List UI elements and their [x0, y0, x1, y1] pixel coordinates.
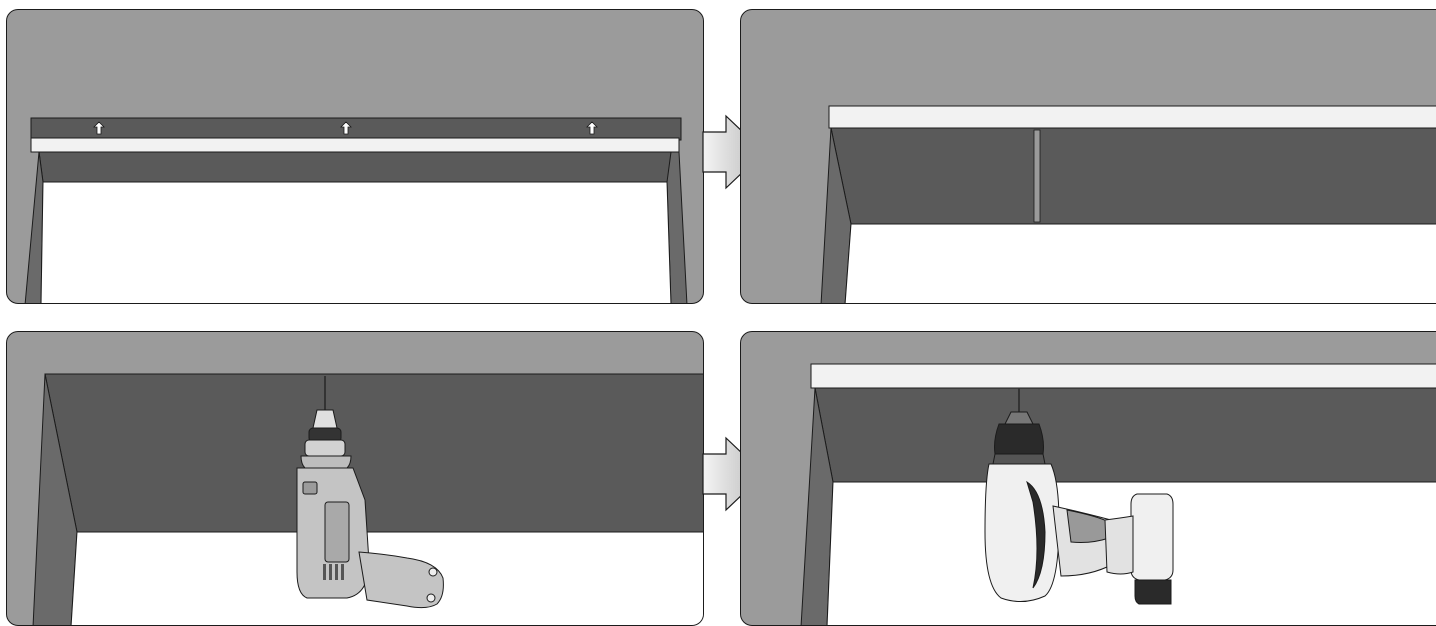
step-2-panel: [740, 9, 1436, 304]
window-opening: [40, 181, 672, 303]
ceiling-strip: [30, 117, 682, 141]
step-4-scene: [800, 363, 1436, 625]
curtain-rail: [30, 137, 680, 153]
left-jamb: [24, 151, 44, 303]
step-1-scene: [24, 117, 688, 303]
up-arrow-icon: [93, 121, 105, 135]
curtain-rail: [810, 363, 1436, 389]
up-arrow-icon: [586, 121, 598, 135]
left-jamb: [820, 127, 852, 303]
step-1-panel: [6, 9, 704, 304]
step-2-scene: [820, 105, 1436, 303]
step-3-scene: [32, 373, 703, 625]
right-jamb: [666, 151, 688, 303]
rail-bracket: [1033, 129, 1041, 223]
curtain-rail: [828, 105, 1436, 129]
ceiling-recess: [830, 127, 1436, 225]
left-jamb: [800, 387, 834, 625]
step-3-panel: [6, 331, 704, 626]
cordless-drill-icon: [984, 388, 1174, 605]
left-jamb: [32, 373, 78, 625]
ceiling-recess: [44, 373, 703, 533]
ceiling-recess: [814, 387, 1436, 483]
corded-drill-icon: [296, 376, 444, 609]
step-4-panel: [740, 331, 1436, 626]
ceiling-recess: [38, 151, 672, 183]
window-opening: [844, 223, 1436, 303]
up-arrow-icon: [340, 121, 352, 135]
